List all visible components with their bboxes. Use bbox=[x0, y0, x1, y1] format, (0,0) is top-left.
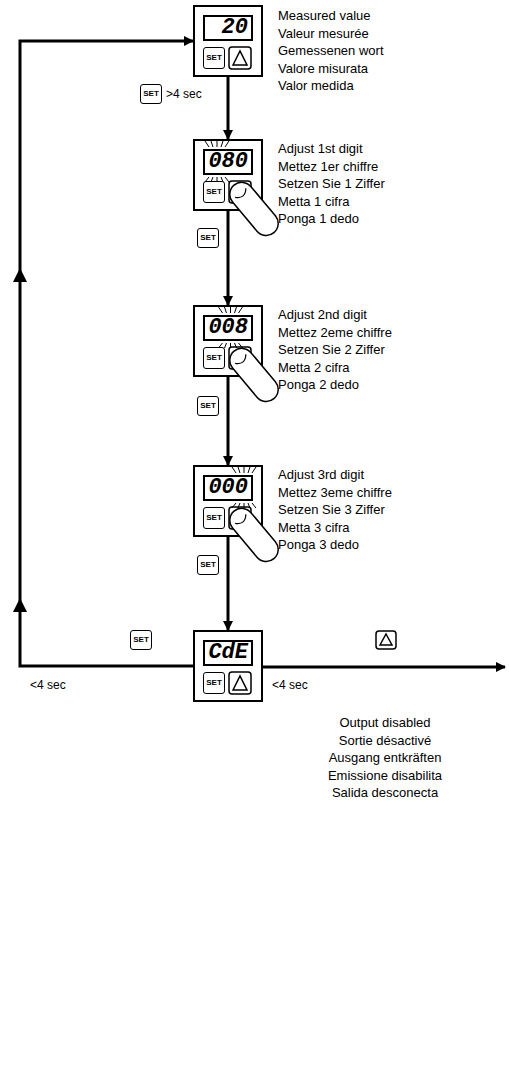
output-text: Output disabled bbox=[275, 715, 495, 731]
flash-ray bbox=[225, 177, 229, 182]
finger-shape bbox=[225, 343, 283, 406]
description-text: Mettez 3eme chiffre bbox=[278, 485, 392, 501]
set-button: SET bbox=[203, 347, 225, 369]
description-text: Metta 3 cifra bbox=[278, 520, 350, 536]
display-readout: 080 bbox=[203, 149, 253, 175]
display-unit: 000SET bbox=[193, 465, 263, 537]
display-unit: 008SET bbox=[193, 305, 263, 377]
timing-label: <4 sec bbox=[30, 678, 66, 692]
output-text: Salida desconecta bbox=[275, 785, 495, 801]
flash-ray bbox=[239, 307, 243, 313]
flash-ray bbox=[248, 503, 250, 508]
flash-ray bbox=[238, 503, 240, 508]
display-readout: CdE bbox=[203, 640, 253, 666]
flash-ray bbox=[248, 467, 250, 473]
flow-connector bbox=[20, 41, 193, 666]
description-text: Adjust 3rd digit bbox=[278, 467, 364, 483]
flash-ray bbox=[252, 467, 256, 473]
timing-label: >4 sec bbox=[166, 87, 202, 101]
flash-ray bbox=[205, 141, 209, 147]
description-text: Setzen Sie 1 Ziffer bbox=[278, 176, 385, 192]
set-button: SET bbox=[203, 507, 225, 529]
up-key-icon bbox=[375, 630, 397, 650]
description-text: Adjust 1st digit bbox=[278, 141, 363, 157]
up-triangle bbox=[233, 51, 247, 65]
description-text: Setzen Sie 3 Ziffer bbox=[278, 502, 385, 518]
description-text: Metta 1 cifra bbox=[278, 194, 350, 210]
fingernail bbox=[235, 514, 248, 526]
description-text: Measured value bbox=[278, 8, 371, 24]
description-text: Mettez 1er chiffre bbox=[278, 159, 378, 175]
flash-ray bbox=[225, 141, 229, 147]
flash-ray bbox=[244, 467, 245, 473]
display-unit: CdE SET bbox=[193, 630, 263, 702]
up-button bbox=[229, 672, 251, 694]
flash-ray bbox=[219, 307, 223, 313]
finger bbox=[225, 503, 283, 566]
set-key-icon: SET bbox=[130, 630, 152, 650]
up-button bbox=[229, 47, 251, 69]
flow-connector bbox=[227, 211, 230, 305]
display-unit: 080SET bbox=[193, 139, 263, 211]
finger bbox=[225, 343, 283, 406]
flash-ray bbox=[225, 307, 227, 313]
timing-label: <4 sec bbox=[272, 678, 308, 692]
display-readout: 000 bbox=[203, 475, 253, 501]
description-text: Gemessenen wort bbox=[278, 43, 384, 59]
flash-ray bbox=[221, 141, 223, 147]
output-text: Ausgang entkräften bbox=[275, 750, 495, 766]
up-triangle bbox=[380, 634, 392, 645]
display-readout: 20 bbox=[203, 15, 253, 41]
output-text: Sortie désactivé bbox=[275, 733, 495, 749]
fingernail bbox=[235, 354, 248, 366]
flash-ray bbox=[230, 343, 231, 348]
set-button: SET bbox=[203, 47, 225, 69]
up-key-frame bbox=[376, 631, 396, 649]
output-text: Emissione disabilita bbox=[275, 768, 495, 784]
finger-shape bbox=[225, 503, 283, 566]
finger bbox=[225, 177, 283, 240]
flash-ray bbox=[252, 503, 256, 508]
description-text: Mettez 2eme chiffre bbox=[278, 325, 392, 341]
flash-ray bbox=[235, 343, 237, 348]
flash-ray bbox=[225, 343, 227, 348]
flow-connector bbox=[227, 537, 230, 630]
finger-shape bbox=[225, 177, 283, 240]
flow-connector bbox=[227, 77, 230, 139]
description-text: Valeur mesurée bbox=[278, 26, 369, 42]
flash-ray bbox=[238, 467, 240, 473]
flow-connector bbox=[227, 377, 230, 465]
flash-ray bbox=[230, 307, 231, 313]
set-key-icon: SET bbox=[197, 396, 219, 416]
description-text: Metta 2 cifra bbox=[278, 360, 350, 376]
set-key-icon: SET bbox=[140, 84, 162, 104]
description-text: Ponga 3 dedo bbox=[278, 537, 359, 553]
flash-ray bbox=[232, 467, 236, 473]
flash-ray bbox=[239, 343, 243, 348]
flash-ray bbox=[211, 141, 213, 147]
description-text: Adjust 2nd digit bbox=[278, 307, 367, 323]
display-unit: 20SET bbox=[193, 5, 263, 77]
description-text: Valore misurata bbox=[278, 61, 368, 77]
set-key-icon: SET bbox=[197, 555, 219, 575]
set-button: SET bbox=[203, 672, 225, 694]
up-triangle bbox=[233, 676, 247, 690]
description-text: Setzen Sie 2 Ziffer bbox=[278, 342, 385, 358]
flash-ray bbox=[244, 503, 245, 508]
description-text: Ponga 2 dedo bbox=[278, 377, 359, 393]
set-key-icon: SET bbox=[197, 228, 219, 248]
flash-ray bbox=[232, 503, 236, 508]
flash-ray bbox=[217, 141, 218, 147]
description-text: Ponga 1 dedo bbox=[278, 211, 359, 227]
set-button: SET bbox=[203, 181, 225, 203]
description-text: Valor medida bbox=[278, 78, 354, 94]
output-arrow bbox=[263, 666, 505, 669]
display-readout: 008 bbox=[203, 315, 253, 341]
flash-ray bbox=[235, 307, 237, 313]
fingernail bbox=[235, 188, 248, 200]
